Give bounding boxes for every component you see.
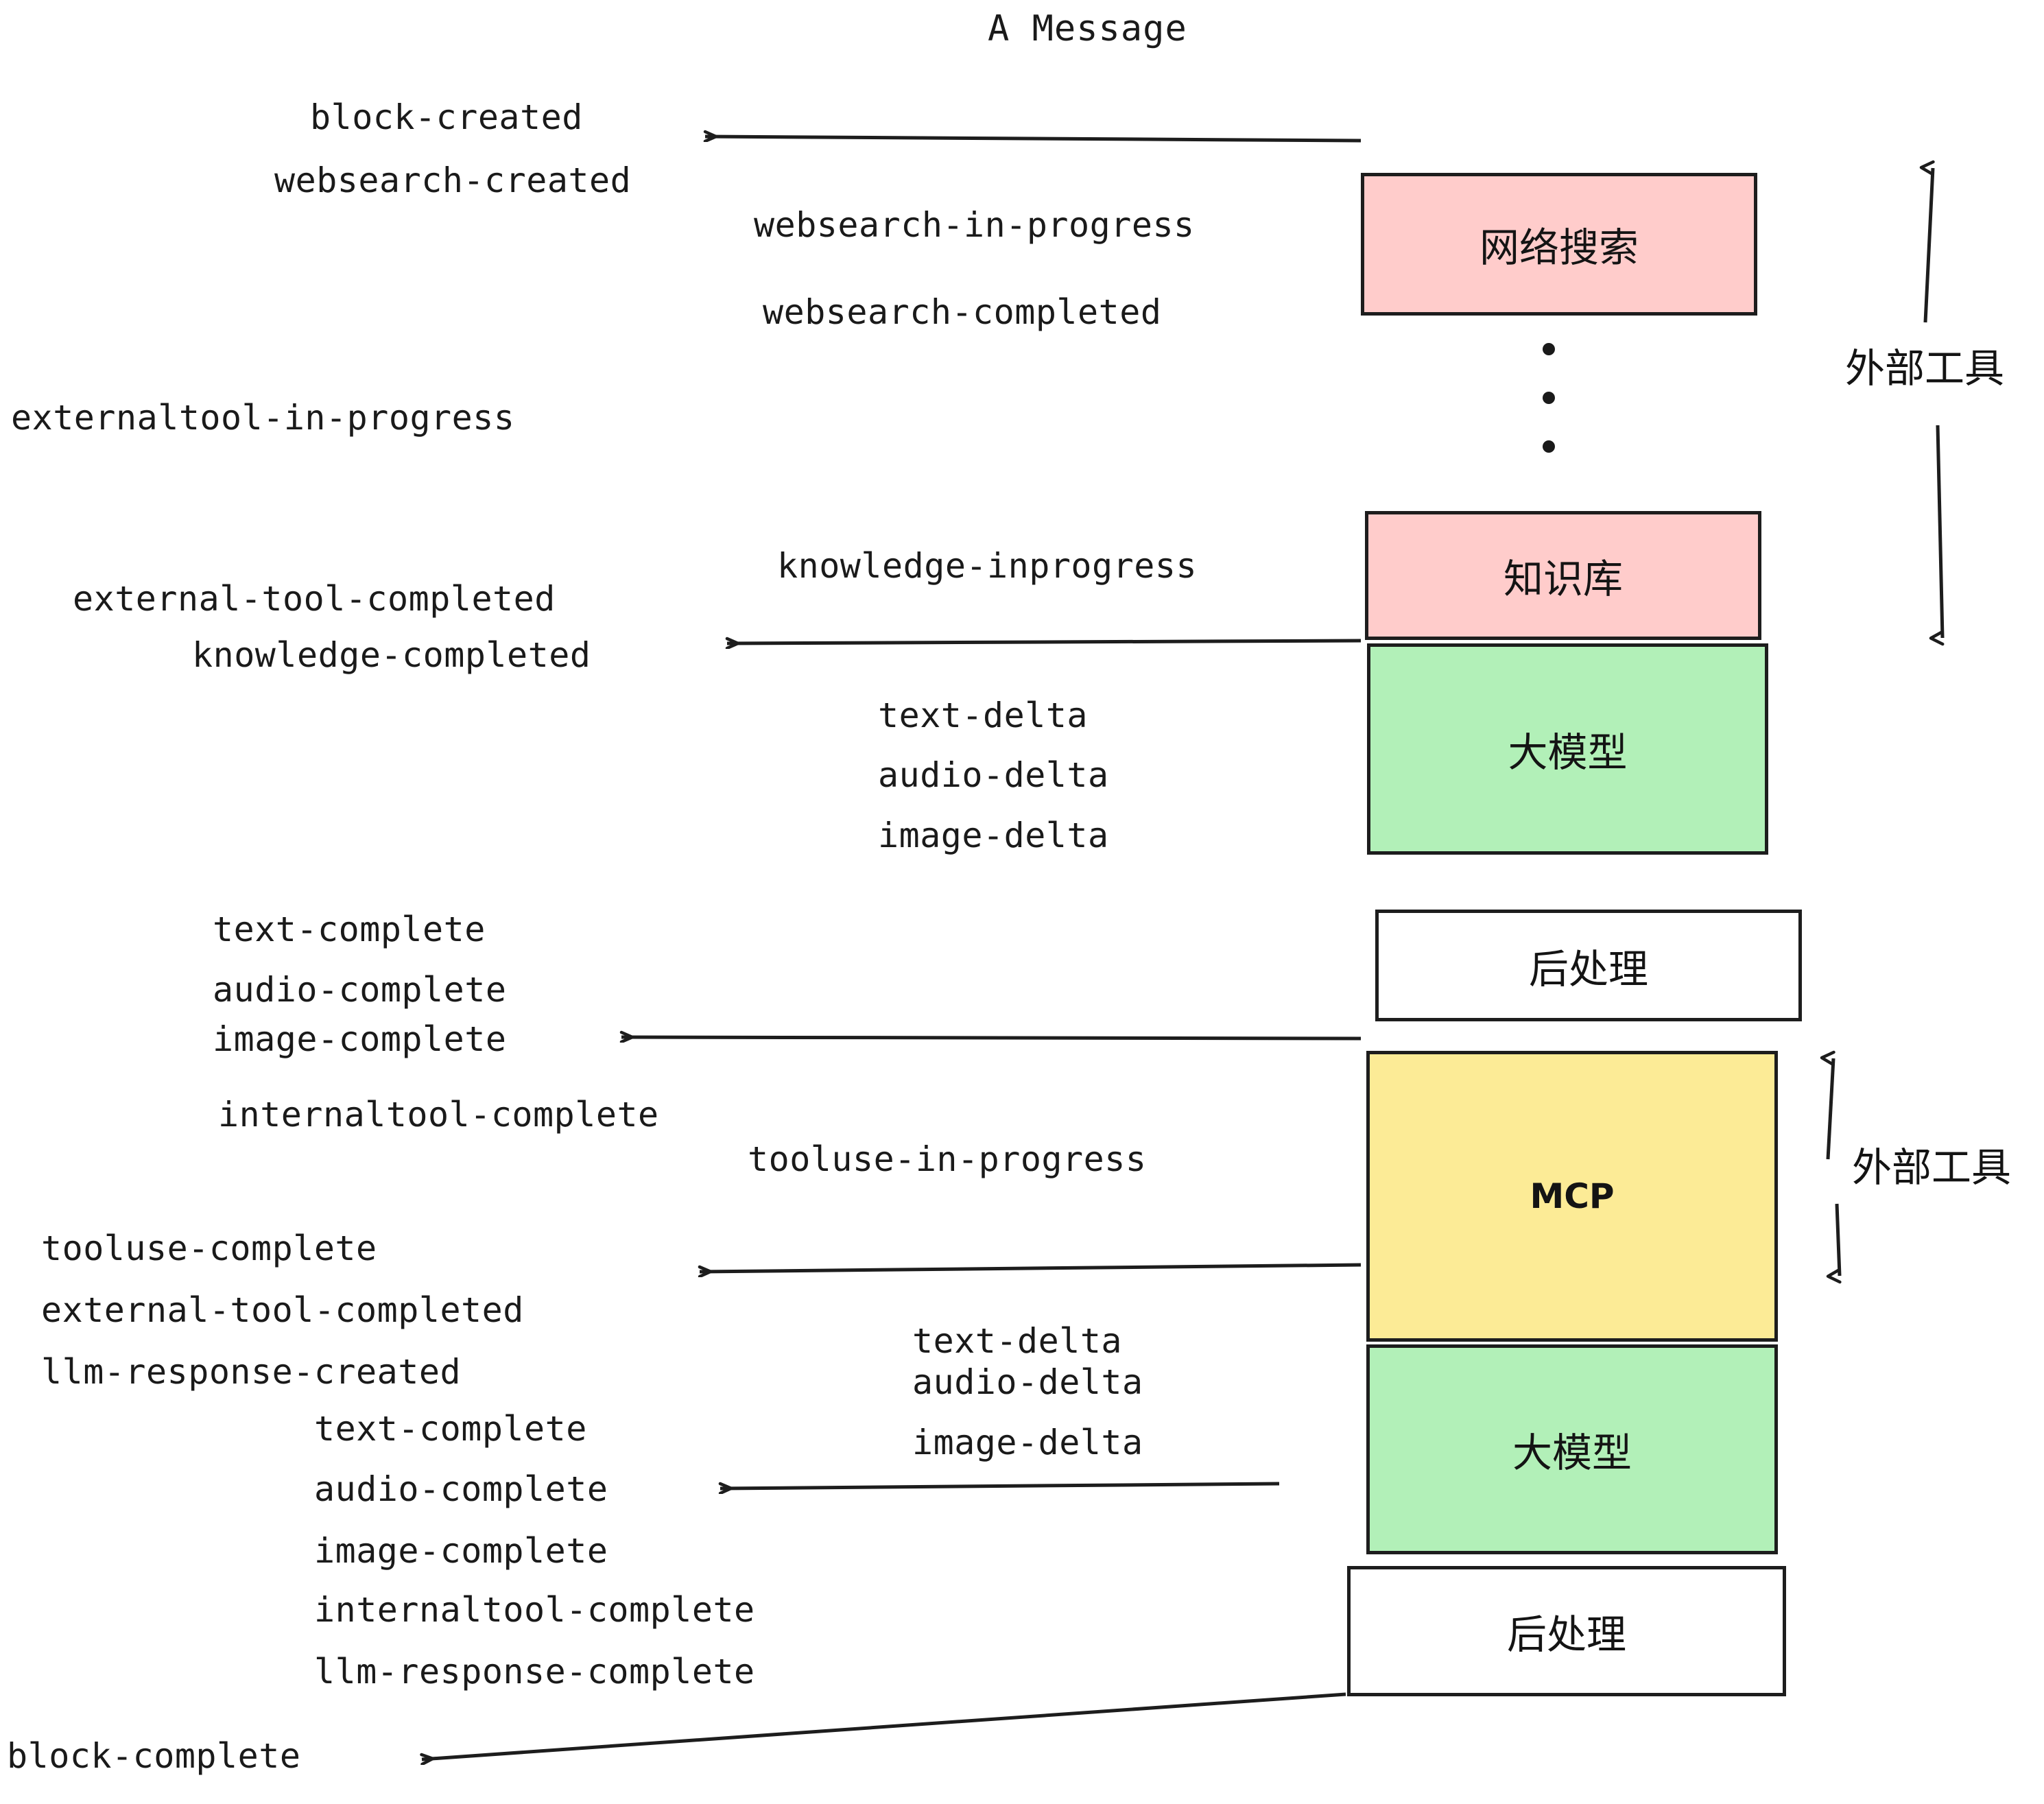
arrow-llm2-to-audiocomplete (720, 1482, 1280, 1488)
box-postprocess-1[interactable]: 后处理 (1375, 910, 1802, 1021)
box-websearch-label: 网络搜索 (1479, 224, 1639, 271)
page-title: A Message (988, 8, 1187, 49)
dot-2 (1543, 392, 1555, 404)
event-knowledge-completed: knowledge-completed (192, 635, 591, 675)
arrow-postprocess-to-imagecomplete (621, 1037, 1362, 1039)
event-audio-complete-2: audio-complete (314, 1469, 608, 1509)
label-external-tool-bottom: 外部工具 (1852, 1144, 2012, 1191)
event-internaltool-complete-1: internaltool-complete (218, 1095, 659, 1135)
event-audio-delta-2: audio-delta (912, 1362, 1143, 1402)
event-tooluse-in-progress: tooluse-in-progress (748, 1139, 1147, 1179)
box-postprocess-1-label: 后处理 (1528, 945, 1648, 993)
event-image-complete-1: image-complete (213, 1019, 507, 1059)
event-knowledge-inprogress: knowledge-inprogress (777, 546, 1198, 586)
bracket-external-tool-bottom-up (1828, 1058, 1833, 1160)
event-llm-response-complete: llm-response-complete (314, 1652, 755, 1692)
arrow-postprocess2-to-blockcomplete (422, 1692, 1346, 1759)
arrow-mcp-to-toolusecomplete (700, 1263, 1362, 1272)
dot-3 (1543, 440, 1555, 453)
event-websearch-in-progress: websearch-in-progress (754, 205, 1195, 245)
event-image-complete-2: image-complete (314, 1531, 608, 1571)
bracket-external-tool-top-down (1938, 425, 1945, 638)
box-mcp[interactable]: MCP (1366, 1051, 1778, 1342)
event-audio-delta-1: audio-delta (878, 755, 1109, 795)
label-external-tool-top: 外部工具 (1845, 345, 2005, 392)
event-image-delta-1: image-delta (878, 816, 1109, 855)
event-tooluse-complete: tooluse-complete (41, 1229, 377, 1268)
event-text-delta-2: text-delta (912, 1321, 1123, 1361)
event-external-tool-completed-2: external-tool-completed (41, 1290, 524, 1330)
box-knowledge-label: 知识库 (1503, 556, 1623, 602)
event-internaltool-complete-2: internaltool-complete (314, 1590, 755, 1630)
box-mcp-label: MCP (1530, 1176, 1615, 1216)
event-text-delta-1: text-delta (878, 696, 1089, 735)
event-text-complete-1: text-complete (213, 910, 486, 949)
event-block-complete: block-complete (7, 1736, 301, 1776)
event-websearch-completed: websearch-completed (763, 292, 1162, 332)
box-llm-1[interactable]: 大模型 (1367, 643, 1768, 855)
event-audio-complete-1: audio-complete (213, 970, 507, 1010)
box-postprocess-2[interactable]: 后处理 (1347, 1566, 1786, 1696)
box-llm-2-label: 大模型 (1512, 1429, 1632, 1476)
event-externaltool-in-progress: externaltool-in-progress (11, 398, 515, 438)
event-llm-response-created: llm-response-created (41, 1352, 462, 1392)
box-postprocess-2-label: 后处理 (1506, 1611, 1626, 1658)
ellipsis-dots (1542, 343, 1556, 453)
event-external-tool-completed-1: external-tool-completed (73, 579, 556, 619)
box-websearch[interactable]: 网络搜索 (1361, 173, 1757, 316)
box-llm-2[interactable]: 大模型 (1366, 1344, 1778, 1554)
event-text-complete-2: text-complete (314, 1409, 587, 1449)
event-websearch-created: websearch-created (274, 161, 632, 200)
event-image-delta-2: image-delta (912, 1423, 1143, 1462)
bracket-external-tool-top-up (1925, 168, 1933, 323)
arrow-websearch-to-blockcreated (705, 137, 1362, 143)
dot-1 (1543, 343, 1555, 355)
box-knowledge[interactable]: 知识库 (1365, 511, 1761, 640)
event-block-created: block-created (310, 97, 583, 137)
bracket-external-tool-bottom-down (1837, 1203, 1840, 1276)
box-llm-1-label: 大模型 (1508, 729, 1628, 776)
arrow-knowledge-to-completed (727, 641, 1362, 643)
